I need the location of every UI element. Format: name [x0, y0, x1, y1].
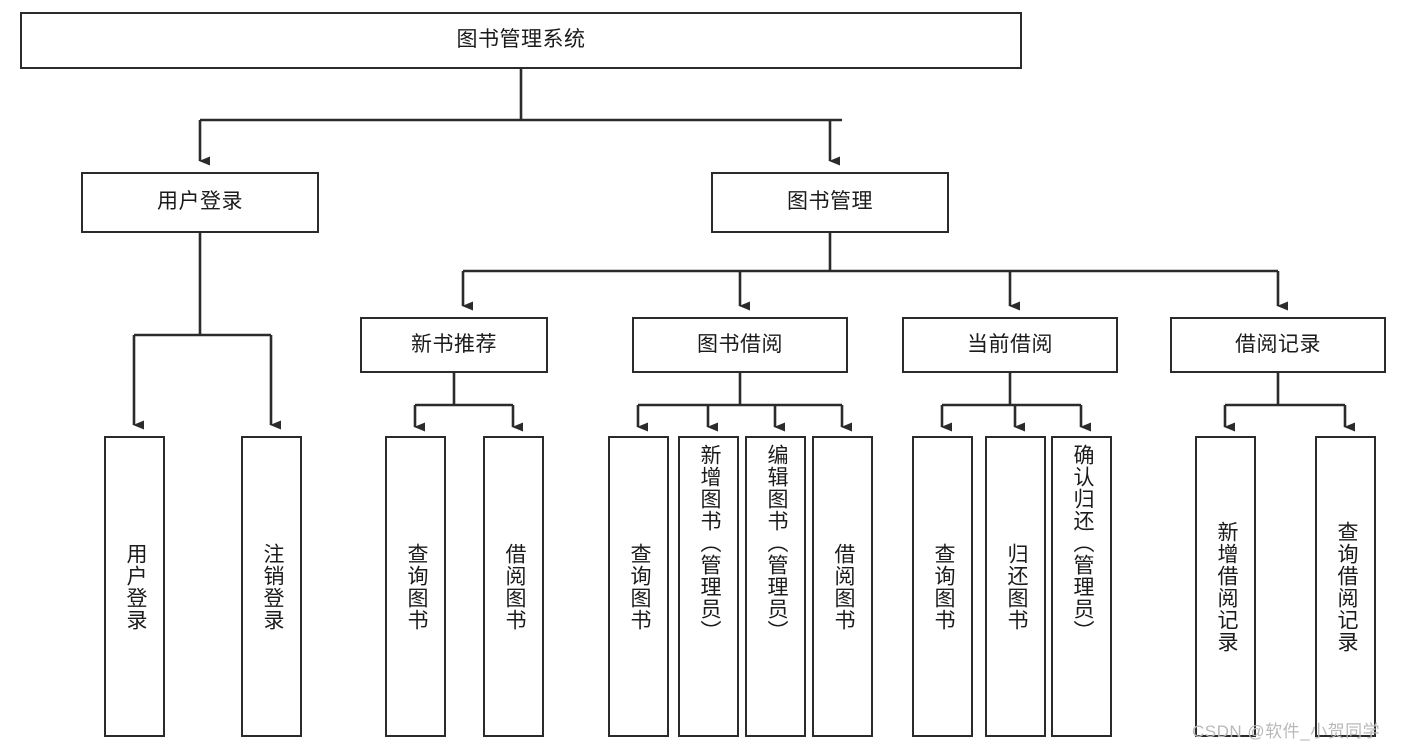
- node-leaf-borrow-book-2[interactable]: 借阅图书: [812, 436, 873, 737]
- node-leaf-query-book-3[interactable]: 查询图书: [912, 436, 973, 737]
- node-leaf-query-book-3-label: 查询图书: [931, 542, 955, 631]
- node-leaf-user-login-label: 用户登录: [123, 542, 147, 631]
- node-book-borrow[interactable]: 图书借阅: [632, 317, 848, 373]
- node-leaf-return-book[interactable]: 归还图书: [985, 436, 1046, 737]
- node-current-borrow-label: 当前借阅: [967, 332, 1053, 356]
- node-leaf-confirm-return-label: 确认归还（管理员）: [1070, 444, 1094, 642]
- node-new-book-rec[interactable]: 新书推荐: [360, 317, 548, 373]
- node-leaf-add-record[interactable]: 新增借阅记录: [1195, 436, 1256, 737]
- node-book-manage[interactable]: 图书管理: [711, 172, 949, 233]
- node-leaf-query-book-2-label: 查询图书: [627, 542, 651, 631]
- node-new-book-rec-label: 新书推荐: [411, 332, 497, 356]
- node-leaf-edit-book-label: 编辑图书（管理员）: [764, 444, 788, 642]
- node-leaf-add-book-label: 新增图书（管理员）: [697, 444, 721, 642]
- node-leaf-query-book-2[interactable]: 查询图书: [608, 436, 669, 737]
- node-leaf-query-book-1-label: 查询图书: [404, 542, 428, 631]
- node-leaf-query-record[interactable]: 查询借阅记录: [1315, 436, 1376, 737]
- node-leaf-query-book-1[interactable]: 查询图书: [385, 436, 446, 737]
- node-leaf-borrow-book-2-label: 借阅图书: [831, 542, 855, 631]
- node-leaf-user-logout-label: 注销登录: [260, 542, 284, 631]
- node-leaf-add-book[interactable]: 新增图书（管理员）: [678, 436, 739, 737]
- node-current-borrow[interactable]: 当前借阅: [902, 317, 1118, 373]
- node-book-borrow-label: 图书借阅: [697, 332, 783, 356]
- node-root[interactable]: 图书管理系统: [20, 12, 1022, 69]
- node-leaf-confirm-return[interactable]: 确认归还（管理员）: [1051, 436, 1112, 737]
- node-leaf-add-record-label: 新增借阅记录: [1214, 520, 1238, 653]
- node-book-manage-label: 图书管理: [787, 190, 873, 214]
- node-root-label: 图书管理系统: [456, 28, 586, 52]
- node-leaf-borrow-book-1[interactable]: 借阅图书: [483, 436, 544, 737]
- node-borrow-record[interactable]: 借阅记录: [1170, 317, 1386, 373]
- node-user-login-label: 用户登录: [157, 190, 243, 214]
- node-leaf-user-logout[interactable]: 注销登录: [241, 436, 302, 737]
- node-leaf-user-login[interactable]: 用户登录: [104, 436, 165, 737]
- node-leaf-query-record-label: 查询借阅记录: [1334, 520, 1358, 653]
- node-leaf-return-book-label: 归还图书: [1004, 542, 1028, 631]
- node-user-login[interactable]: 用户登录: [81, 172, 319, 233]
- node-borrow-record-label: 借阅记录: [1235, 332, 1321, 356]
- node-leaf-borrow-book-1-label: 借阅图书: [502, 542, 526, 631]
- csdn-watermark: CSDN @软件_小贺同学: [1192, 722, 1381, 741]
- node-leaf-edit-book[interactable]: 编辑图书（管理员）: [745, 436, 806, 737]
